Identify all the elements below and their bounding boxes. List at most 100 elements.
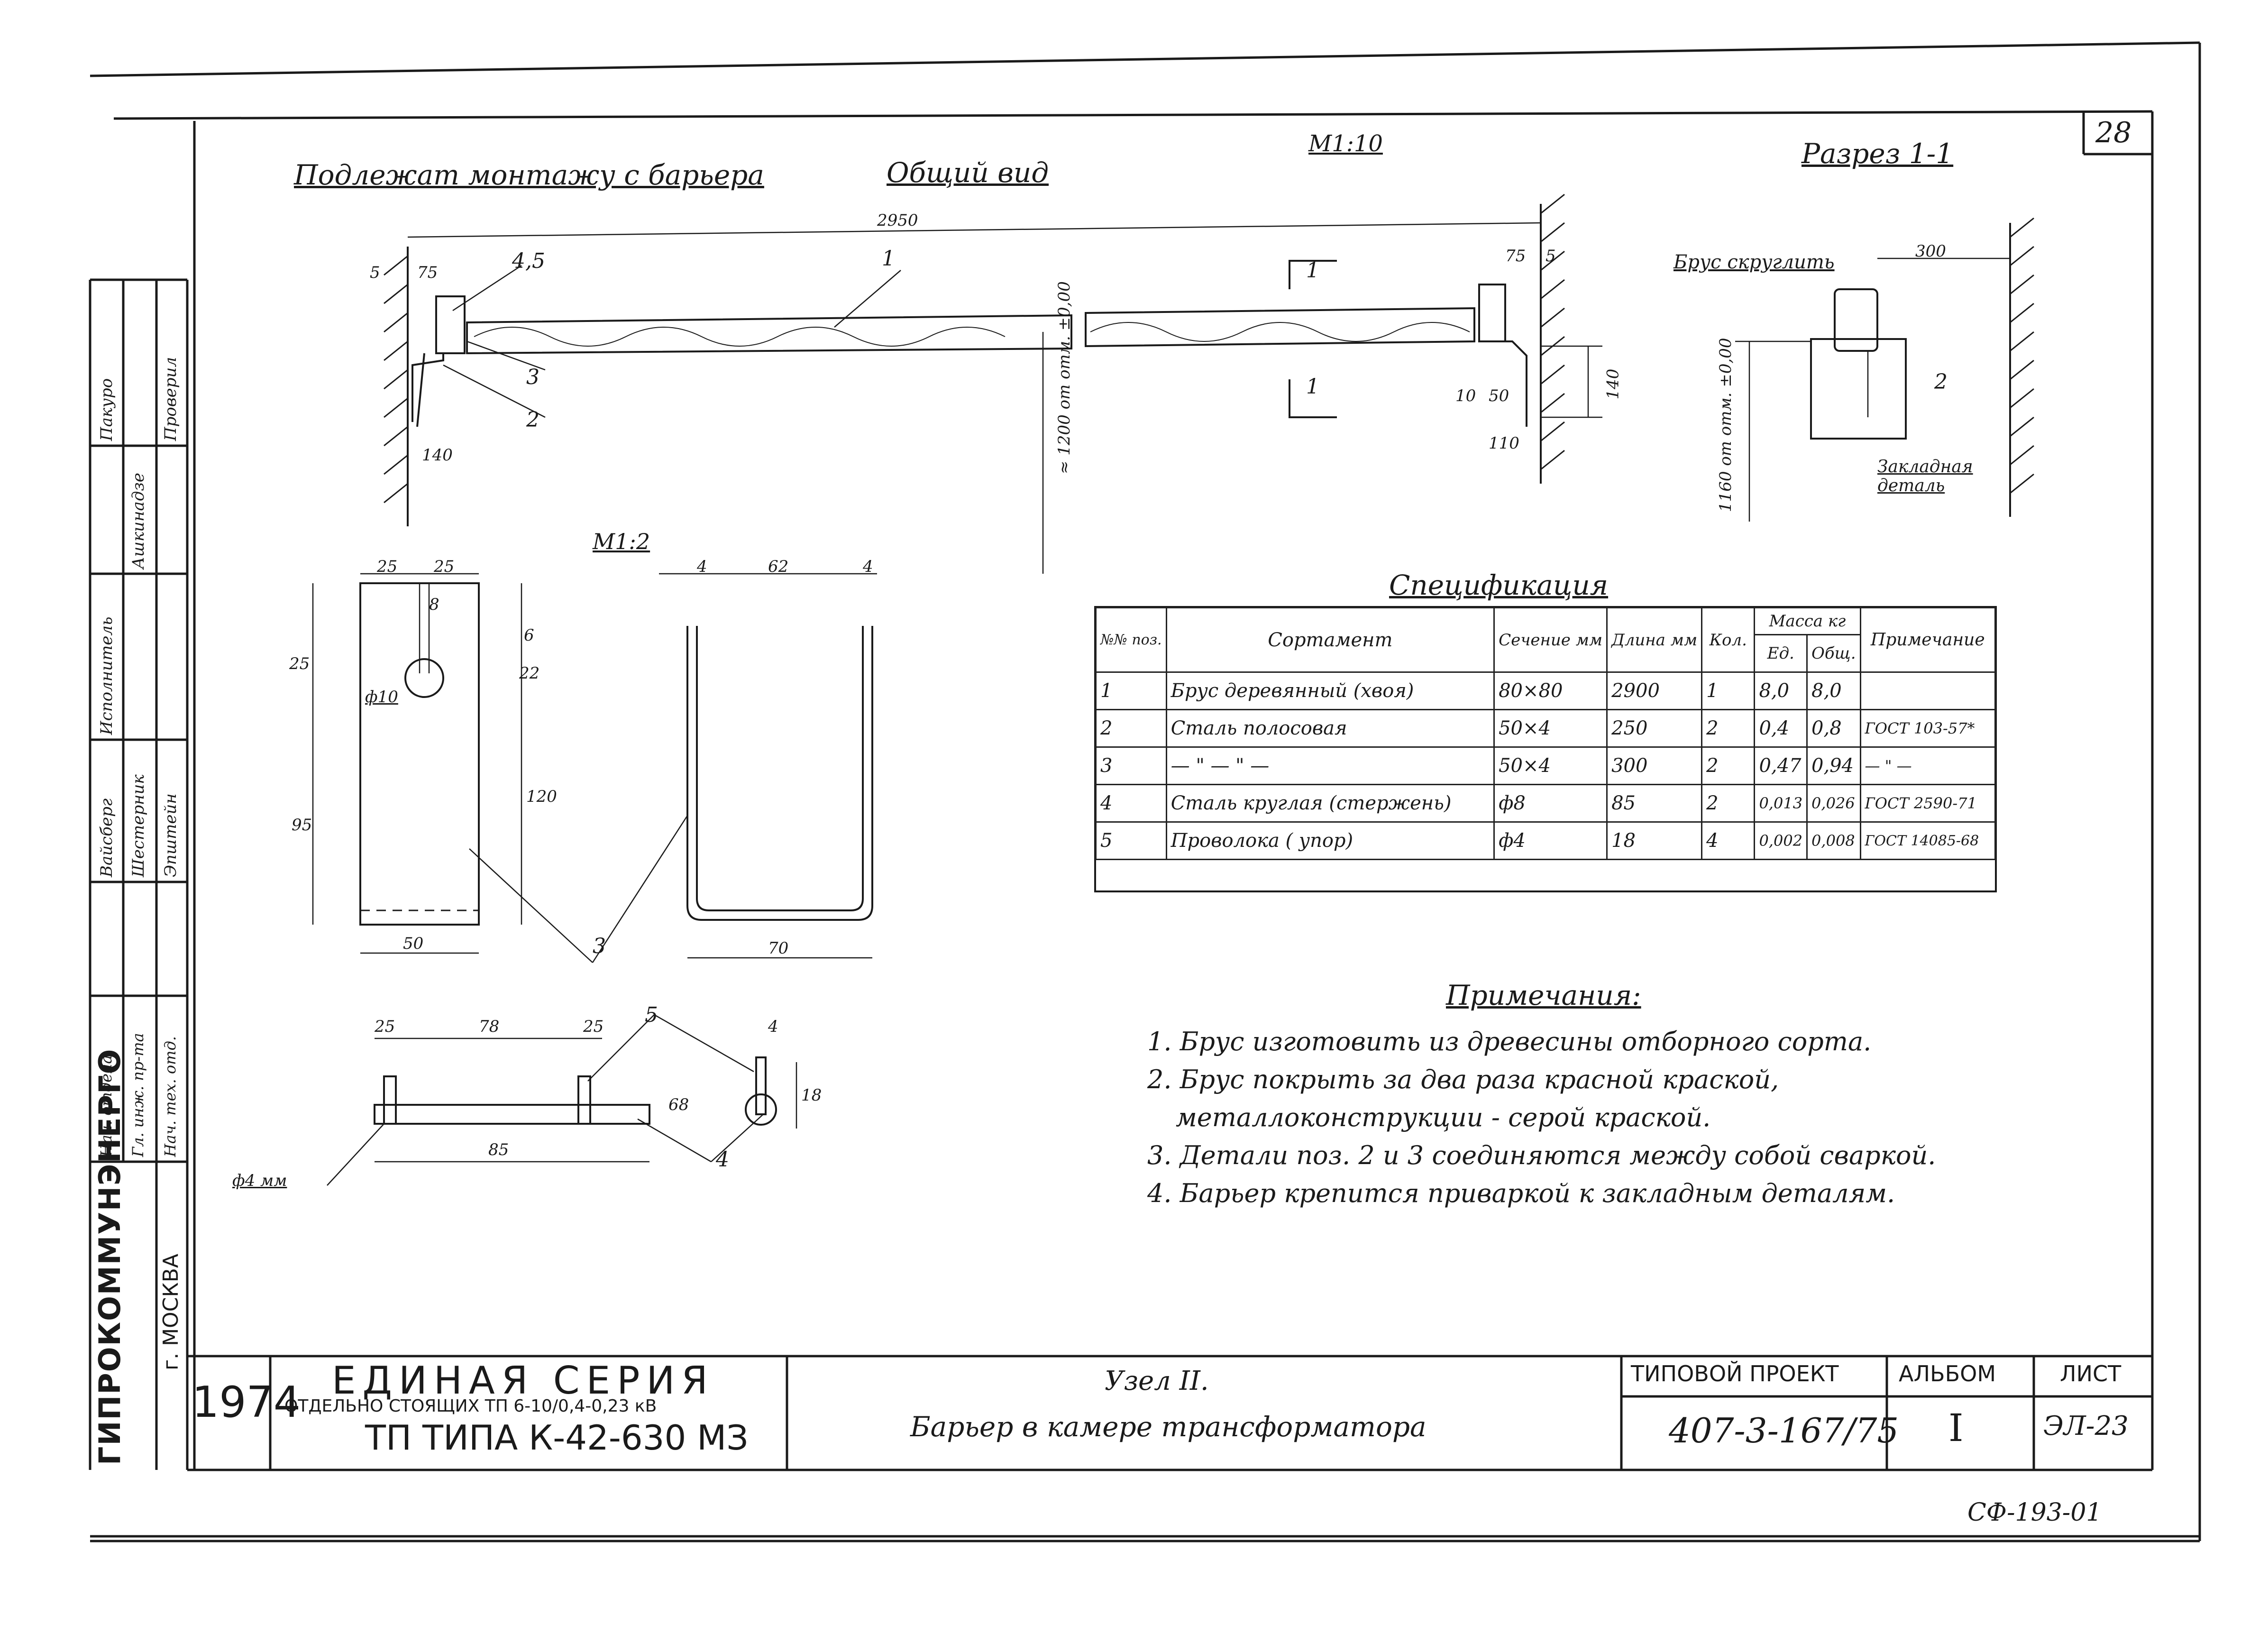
title-series: ЕДИНАЯ СЕРИЯ [332,1358,714,1403]
plate-dim-50: 50 [403,934,424,953]
plate-dim-22: 22 [519,664,540,683]
plate-dim-25-b: 25 [434,557,455,576]
rod-diameter: ф4 мм [232,1171,287,1190]
spec-col-total: Общ. [1806,634,1861,673]
strip-dim-70: 70 [768,939,789,958]
title-node: Узел II. [1105,1366,1209,1396]
dim-140-right: 140 [1603,368,1623,400]
plate-dim-25-a: 25 [377,557,398,576]
strip-dim-62: 62 [768,557,789,576]
spec-col-unit: Ед. [1754,634,1808,673]
spec-cell: 0,002 [1754,821,1808,860]
rod-dim-25-a: 25 [375,1017,395,1036]
spec-cell: Проволока ( упор) [1165,821,1495,860]
table-row: 2 Сталь полосовая 50×4 250 2 0,4 0,8 ГОС… [1095,709,1996,748]
spec-cell: 0,47 [1754,746,1808,785]
mount-title: Подлежат монтажу с барьера [294,159,764,191]
dim-10: 10 [1455,386,1476,405]
dim-5-right: 5 [1546,247,1556,266]
dim-300: 300 [1915,242,1946,261]
rod-position-5: 5 [645,1003,658,1027]
spec-cell: 0,4 [1754,709,1808,748]
dim-5-left: 5 [370,263,380,282]
sign-name-5: Эпштейн [161,793,180,877]
spec-cell: 1 [1701,671,1756,710]
spec-cell: 2 [1701,709,1756,748]
rod-dim-4: 4 [768,1017,778,1036]
sign-name-1: Пакуро [97,378,116,441]
spec-cell [1859,671,1996,710]
scale-main: М1:10 [1308,130,1383,157]
spec-cell: 2 [1701,784,1756,823]
mark-1160: 1160 от отм. ±0,00 [1716,338,1735,512]
sign-role-4: Исполнитель [97,616,116,735]
note-1: 1. Брус изготовить из древесины отборног… [1147,1027,1872,1056]
spec-cell: Сталь круглая (стержень) [1165,784,1495,823]
title-node-desc: Барьер в камере трансформатора [910,1411,1427,1443]
rod-dim-78: 78 [479,1017,500,1036]
spec-col-length: Длина мм [1606,607,1703,673]
typical-project-number: 407-3-167/75 [1669,1411,1899,1450]
spec-cell: Сталь полосовая [1165,709,1495,748]
note-2-cont: металлоконструкции - серой краской. [1176,1102,1711,1132]
height-mark: ≈ 1200 от отм. ±0,00 [1055,281,1074,474]
spec-title: Спецификация [1389,569,1609,601]
spec-cell: 2 [1095,709,1167,748]
dim-total-length: 2950 [877,211,918,230]
sign-name-2: Ашкинадзе [129,472,148,569]
spec-cell: 0,008 [1806,821,1861,860]
spec-cell: 5 [1095,821,1167,860]
dim-140-left: 140 [422,446,453,465]
note-3: 3. Детали поз. 2 и 3 соединяются между с… [1147,1140,1936,1170]
spec-cell: ГОСТ 2590-71 [1859,784,1996,823]
spec-cell: ф4 [1493,821,1608,860]
spec-cell: 18 [1606,821,1703,860]
plate-dim-6: 6 [524,626,534,645]
rod-dim-18: 18 [801,1086,822,1105]
spec-cell: 80×80 [1493,671,1608,710]
spec-col-note: Примечание [1859,607,1996,673]
spec-cell: 3 [1095,746,1167,785]
spec-cell: 300 [1606,746,1703,785]
spec-cell: 85 [1606,784,1703,823]
spec-cell: — " — [1859,746,1996,785]
spec-cell: 8,0 [1806,671,1861,710]
cut-mark-top: 1 [1306,258,1319,283]
rod-position-4: 4 [716,1147,729,1172]
spec-col-pos: №№ поз. [1095,607,1167,673]
spec-cell: 50×4 [1493,709,1608,748]
detail-position-3: 3 [593,934,606,958]
spec-cell: 8,0 [1754,671,1808,710]
spec-cell: Брус деревянный (хвоя) [1165,671,1495,710]
spec-cell: — " — " — [1165,746,1495,785]
spec-cell: 50×4 [1493,746,1608,785]
sign-name-3: Вайсберг [97,798,116,877]
spec-cell: 1 [1095,671,1167,710]
sign-role-5: Проверил [161,357,180,441]
embedded-part-label: Закладная деталь [1877,457,1973,496]
sign-name-4: Шестерник [129,774,148,877]
plate-hole-10: ф10 [365,688,398,707]
cut-mark-bottom: 1 [1306,375,1319,399]
section-position-2: 2 [1934,370,1948,394]
table-row: 3 — " — " — 50×4 300 2 0,47 0,94 — " — [1095,746,1996,785]
plate-dim-95: 95 [292,816,312,835]
dim-50: 50 [1489,386,1509,405]
spec-cell: 4 [1095,784,1167,823]
beam-round-label: Брус скруглить [1674,251,1835,273]
spec-cell: ГОСТ 103-57* [1859,709,1996,748]
section-title: Разрез 1-1 [1802,138,1954,170]
rod-dim-25-b: 25 [583,1017,604,1036]
spec-cell: 250 [1606,709,1703,748]
sign-role-1: Нач. отдела [97,1055,115,1157]
notes-title: Примечания: [1446,979,1641,1011]
position-2: 2 [526,408,540,432]
plate-dim-8: 8 [429,595,439,614]
note-4: 4. Барьер крепится приваркой к закладным… [1147,1178,1895,1208]
spec-cell: 0,94 [1806,746,1861,785]
spec-subheader-row: Ед. Общ. [1096,634,1995,673]
position-4-5: 4,5 [512,249,545,273]
spec-cell: 4 [1701,821,1756,860]
